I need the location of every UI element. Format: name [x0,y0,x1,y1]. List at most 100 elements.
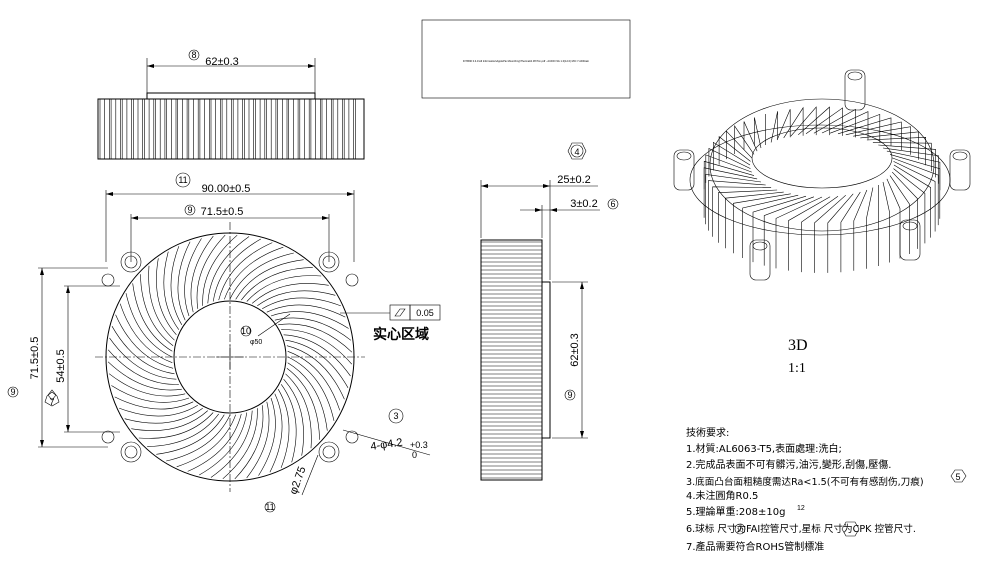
note-2: 2.完成品表面不可有髒污,油污,變形,刮傷,壓傷. [686,458,891,471]
side-tab-hole [101,430,115,444]
plan-fin-curve [187,413,242,472]
plan-fin-curve [108,373,186,397]
mounting-tab-outline [318,441,340,463]
top-view-fins [99,99,356,159]
iso-fin [708,180,766,231]
plan-fin-curve [281,329,353,365]
balloon-8-text: 8 [191,50,196,60]
plan-fin-curve [229,252,294,300]
plan-fin-curve [277,389,290,468]
title-box: D:\5590 0.4.1\All Information\ApplePie M… [421,19,631,99]
plan-fin-curve [111,326,175,375]
iso-fin [703,160,755,190]
plan-fin-curve [132,283,173,352]
iso-fin [742,194,799,258]
balloon-9-h-text: 9 [187,205,192,215]
iso-fin [889,154,941,219]
iso-fin [821,111,869,140]
plan-fin-curve [109,337,177,380]
iso-fin [798,106,830,136]
side-tab-hole [345,273,359,287]
iso-fin [725,191,784,249]
plan-fin-curve [287,362,328,431]
iso-tab [749,239,771,281]
iso-fin [827,193,854,273]
plan-fin-curve [286,345,345,400]
note-5: 5.理論單重:208±10g [686,505,785,518]
hole-tol-lower: 0 [412,450,417,460]
plan-fin-curve [287,351,341,411]
plan-fin-curve [184,238,202,317]
note-5-balloon: 12 [797,505,805,512]
plan-fin-curve [131,410,208,431]
fillet-dim: φ2.75 [288,465,309,496]
iso-fin [734,125,755,155]
plan-fin-curve [148,265,175,341]
note-7: 7.產品需要符合ROHS管制標准 [686,540,824,553]
iso-fin [893,168,926,244]
plan-fin-curve [125,293,173,358]
top-elevation-view: 8 62±0.3 [97,49,365,160]
iso-fin [712,186,772,237]
iso-fin [705,154,752,183]
iso-fin [882,147,939,184]
note-3: 3.底面凸台面粗糙度需达Ra<1.5(不可有有感刮伤,刀痕) [686,476,924,488]
iso-fin [840,191,861,273]
plan-fin-curve [177,241,191,321]
balloon-8 [188,49,200,61]
iso-fin [889,175,910,254]
iso-fin [813,108,856,138]
balloon-3 [388,408,404,424]
plan-fin-curve [241,267,313,301]
side-view: 4 25±0.2 3±0.2 6 62±0.3 9 [480,142,619,481]
center-core [173,300,287,414]
iso-tab-hole [902,221,918,231]
plan-fin-curve [190,235,214,313]
plan-fin-curve [278,323,353,353]
mounting-hole [322,445,336,459]
iso-fin [886,178,901,259]
star-7-text: 7 [49,397,54,407]
flatness-value: 0.05 [416,308,434,318]
dim-90: 90.00±0.5 [202,183,251,195]
iso-fin [718,135,751,165]
plan-fin-curve [283,379,304,456]
dim-25: 25±0.2 [557,174,591,186]
plan-fin-curve [156,258,177,335]
plan-fin-curve [212,238,261,302]
iso-scale: 1:1 [788,361,806,376]
iso-tab-hole [847,71,863,81]
note-6-balloon: 10 [737,528,744,534]
plan-fin-curve [280,384,297,463]
dim-54: 54±0.5 [55,349,67,383]
iso-fin [866,187,874,269]
iso-tab-hole [752,241,768,251]
plan-fin-curve [199,412,248,476]
iso-fin [866,136,926,166]
plan-fin-curve [285,339,349,388]
iso-fin [853,126,911,155]
note-4: 4.未注圓角R0.5 [686,489,758,502]
plan-fin-curve [266,304,346,318]
iso-tab [673,149,695,191]
iso-tab [949,149,971,191]
note-6: 6.球标 尺寸为FAI控管尺寸,星标 尺寸为CPK 控管尺寸. [686,523,916,535]
plan-fin-curve [176,414,236,468]
plan-fin-curve [119,404,198,417]
plan-fin-curve [140,274,174,346]
note-3-balloon: 5 [955,472,960,482]
iso-fin [860,131,919,160]
plan-fin-curve [286,368,320,440]
dim-71-5-v: 71.5±0.5 [29,337,41,380]
dim-62-side-balloon: 9 [567,390,572,400]
plan-fin-curve [107,349,179,385]
iso-fin [783,106,804,139]
plan-fin-curve [156,414,225,455]
iso-fin [743,121,758,152]
notes-title: 技術要求: [686,426,729,439]
plan-fin-curve [196,234,226,309]
iso-tab [844,69,866,111]
dim-3-balloon: 6 [610,199,615,209]
plan-fin-curve [283,334,351,377]
iso-fin [845,121,902,150]
